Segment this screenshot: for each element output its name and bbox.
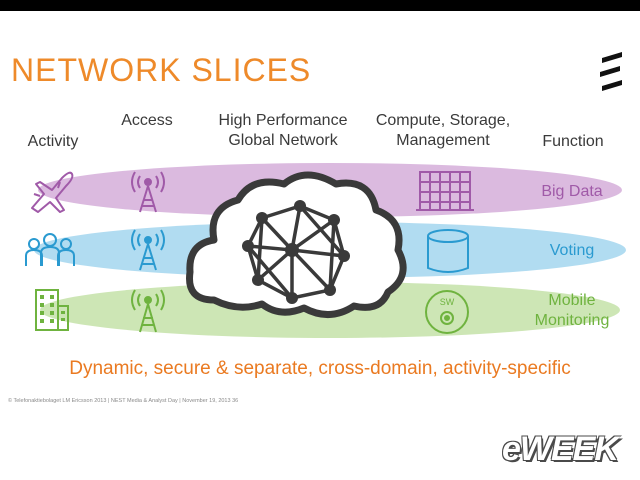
tagline: Dynamic, secure & separate, cross-domain…	[69, 358, 571, 379]
header-network-line1: High Performance	[218, 112, 348, 129]
database-icon	[427, 229, 469, 273]
eweek-watermark: eWEEK	[498, 428, 636, 474]
ericsson-logo-icon	[600, 52, 622, 91]
data-grid-icon	[416, 171, 474, 211]
header-access: Access	[121, 112, 173, 129]
function-voting: Voting	[549, 242, 595, 259]
function-mobile-monitoring: Mobile Monitoring	[520, 291, 624, 331]
top-bar	[0, 0, 640, 11]
eweek-brand-text: eWEEK	[502, 430, 619, 468]
airplane-icon	[31, 171, 74, 213]
people-icon	[25, 233, 75, 266]
slide-title: NETWORK SLICES	[11, 52, 312, 88]
function-mobile-line1: Mobile	[548, 292, 596, 309]
software-disc-icon	[425, 290, 469, 334]
header-compute-line1: Compute, Storage,	[375, 112, 511, 129]
cloud-network-icon	[186, 171, 407, 318]
antenna-icon	[131, 171, 165, 213]
footer-text: © Telefonaktiebolaget LM Ericsson 2013 |…	[8, 398, 239, 404]
header-compute-line2: Management	[396, 132, 490, 149]
antenna-icon	[131, 229, 165, 271]
function-big-data: Big Data	[541, 183, 603, 200]
building-icon	[35, 289, 69, 331]
function-mobile-line2: Monitoring	[534, 312, 610, 329]
antenna-icon	[131, 289, 165, 333]
software-disc-label: SW	[440, 297, 455, 307]
header-activity: Activity	[27, 133, 79, 150]
header-compute: Compute, Storage, Management	[360, 111, 526, 151]
header-function: Function	[542, 133, 604, 150]
header-network-line2: Global Network	[228, 132, 338, 149]
header-network: High Performance Global Network	[200, 111, 366, 151]
